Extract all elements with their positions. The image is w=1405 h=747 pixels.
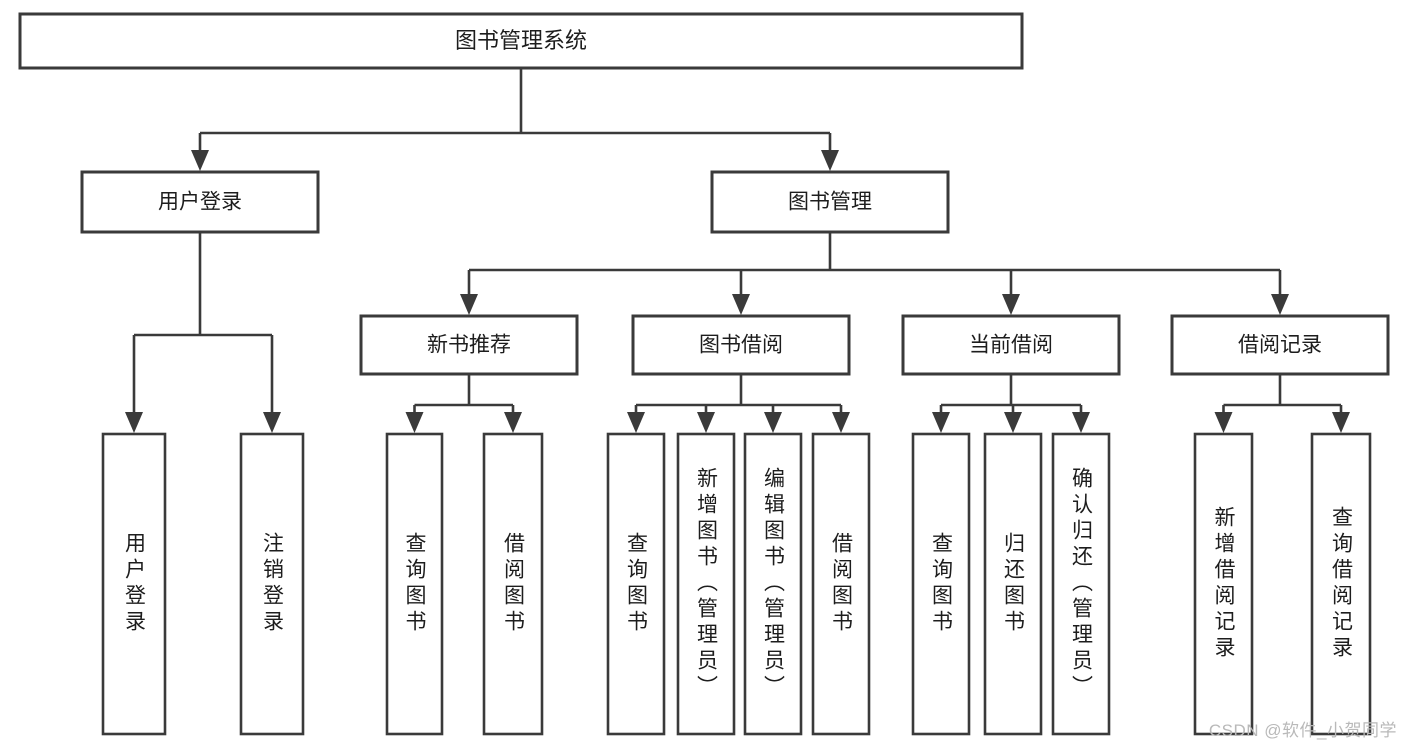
node-box[interactable] <box>606 432 666 736</box>
node-box[interactable] <box>101 432 167 736</box>
node-leaf-add-record[interactable] <box>1193 432 1254 736</box>
arrow-head-icon <box>191 150 209 171</box>
arrow-head-icon <box>405 412 424 433</box>
arrow-head-icon <box>697 412 715 433</box>
arrow-head-icon <box>1271 294 1289 315</box>
node-box[interactable] <box>80 170 320 234</box>
node-box[interactable] <box>1051 432 1111 736</box>
arrow-head-icon <box>263 412 281 433</box>
arrow-head-icon <box>1004 412 1022 433</box>
node-leaf-borrow-book-b[interactable] <box>811 432 871 736</box>
node-box[interactable] <box>901 314 1121 376</box>
arrow-head-icon <box>932 412 950 433</box>
arrow-head-icon <box>627 412 645 433</box>
watermark-text: CSDN @软件_小贺同学 <box>1208 721 1397 740</box>
arrow-head-icon <box>1072 412 1090 433</box>
arrow-head-icon <box>764 412 782 433</box>
node-book-borrow[interactable] <box>631 314 851 376</box>
node-leaf-query-book-c[interactable] <box>911 432 971 736</box>
node-label: 新书推荐 <box>427 334 511 357</box>
node-box[interactable] <box>631 314 851 376</box>
node-leaf-borrow-book-a[interactable] <box>482 432 544 736</box>
node-leaf-query-book-a[interactable] <box>385 432 444 736</box>
node-leaf-user-login[interactable] <box>101 432 167 736</box>
arrow-head-icon <box>125 412 143 433</box>
node-box[interactable] <box>911 432 971 736</box>
node-box[interactable] <box>676 432 736 736</box>
node-label: 图书管理 <box>788 191 872 214</box>
node-root[interactable] <box>18 12 1024 70</box>
node-leaf-confirm-return[interactable] <box>1051 432 1111 736</box>
node-current-borrow[interactable] <box>901 314 1121 376</box>
node-label: 用户登录 <box>158 191 242 214</box>
node-box[interactable] <box>385 432 444 736</box>
arrow-head-icon <box>821 150 839 171</box>
node-leaf-add-book[interactable] <box>676 432 736 736</box>
node-box[interactable] <box>1193 432 1254 736</box>
node-box[interactable] <box>710 170 950 234</box>
node-box[interactable] <box>743 432 803 736</box>
arrow-head-icon <box>832 412 850 433</box>
node-leaf-query-record[interactable] <box>1310 432 1372 736</box>
arrow-head-icon <box>1214 412 1233 433</box>
node-box[interactable] <box>359 314 579 376</box>
node-leaf-query-book-b[interactable] <box>606 432 666 736</box>
node-label: 当前借阅 <box>969 334 1053 357</box>
node-leaf-logout[interactable] <box>239 432 305 736</box>
node-box[interactable] <box>1170 314 1390 376</box>
node-label: 借阅记录 <box>1238 334 1322 357</box>
node-user-login[interactable] <box>80 170 320 234</box>
node-box[interactable] <box>18 12 1024 70</box>
node-box[interactable] <box>1310 432 1372 736</box>
node-leaf-edit-book[interactable] <box>743 432 803 736</box>
arrow-head-icon <box>460 294 478 315</box>
arrow-head-icon <box>1002 294 1020 315</box>
node-box[interactable] <box>811 432 871 736</box>
node-new-book[interactable] <box>359 314 579 376</box>
node-box[interactable] <box>239 432 305 736</box>
node-leaf-return-book[interactable] <box>983 432 1043 736</box>
arrow-head-icon <box>1332 412 1350 433</box>
node-label: 图书借阅 <box>699 334 783 357</box>
node-box[interactable] <box>983 432 1043 736</box>
arrow-head-icon <box>732 294 750 315</box>
node-book-manage[interactable] <box>710 170 950 234</box>
node-borrow-record[interactable] <box>1170 314 1390 376</box>
arrow-head-icon <box>504 412 522 433</box>
node-label: 图书管理系统 <box>455 28 587 53</box>
node-box[interactable] <box>482 432 544 736</box>
